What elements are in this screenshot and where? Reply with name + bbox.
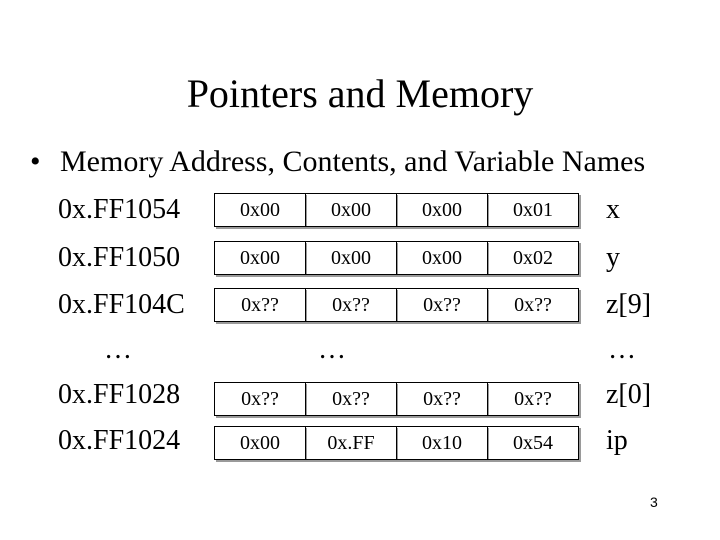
memory-cell: 0x.FF xyxy=(305,426,396,460)
memory-cell: 0x00 xyxy=(396,193,487,227)
memory-cell: 0x?? xyxy=(487,288,579,322)
contents-ellipsis: … xyxy=(318,334,346,365)
memory-cell: 0x01 xyxy=(487,193,579,227)
memory-cell: 0x?? xyxy=(214,382,305,416)
variable-name: z[0] xyxy=(606,379,652,410)
memory-cell: 0x?? xyxy=(305,382,396,416)
variable-name: ip xyxy=(606,425,628,456)
memory-cell: 0x00 xyxy=(396,241,487,275)
memory-cell: 0x02 xyxy=(487,241,579,275)
memory-cell: 0x00 xyxy=(305,241,396,275)
page-number: 3 xyxy=(650,494,658,510)
address-label: 0x.FF1054 xyxy=(58,194,181,225)
memory-cell: 0x00 xyxy=(214,193,305,227)
memory-cell: 0x00 xyxy=(305,193,396,227)
variable-name: z[9] xyxy=(606,289,652,320)
memory-cell: 0x?? xyxy=(305,288,396,322)
address-label: 0x.FF1028 xyxy=(58,379,181,410)
address-label: 0x.FF104C xyxy=(58,289,185,320)
memory-row: 0x00 0x00 0x00 0x01 xyxy=(214,193,579,227)
memory-cell: 0x?? xyxy=(396,288,487,322)
memory-cell: 0x?? xyxy=(487,382,579,416)
address-ellipsis: … xyxy=(104,334,132,365)
bullet-text: Memory Address, Contents, and Variable N… xyxy=(60,145,646,178)
bullet-heading: • Memory Address, Contents, and Variable … xyxy=(30,142,645,182)
address-label: 0x.FF1050 xyxy=(58,242,181,273)
memory-cell: 0x00 xyxy=(214,241,305,275)
page-title: Pointers and Memory xyxy=(186,71,534,116)
variable-ellipsis: … xyxy=(608,334,636,365)
memory-row: 0x?? 0x?? 0x?? 0x?? xyxy=(214,288,579,322)
memory-row: 0x00 0x.FF 0x10 0x54 xyxy=(214,426,579,460)
memory-cell: 0x54 xyxy=(487,426,579,460)
memory-cell: 0x00 xyxy=(214,426,305,460)
variable-name: y xyxy=(606,242,620,273)
address-label: 0x.FF1024 xyxy=(58,425,181,456)
memory-cell: 0x?? xyxy=(214,288,305,322)
memory-row: 0x?? 0x?? 0x?? 0x?? xyxy=(214,382,579,416)
memory-cell: 0x10 xyxy=(396,426,487,460)
memory-cell: 0x?? xyxy=(396,382,487,416)
memory-row: 0x00 0x00 0x00 0x02 xyxy=(214,241,579,275)
variable-name: x xyxy=(606,194,620,225)
bullet-icon: • xyxy=(30,145,41,178)
